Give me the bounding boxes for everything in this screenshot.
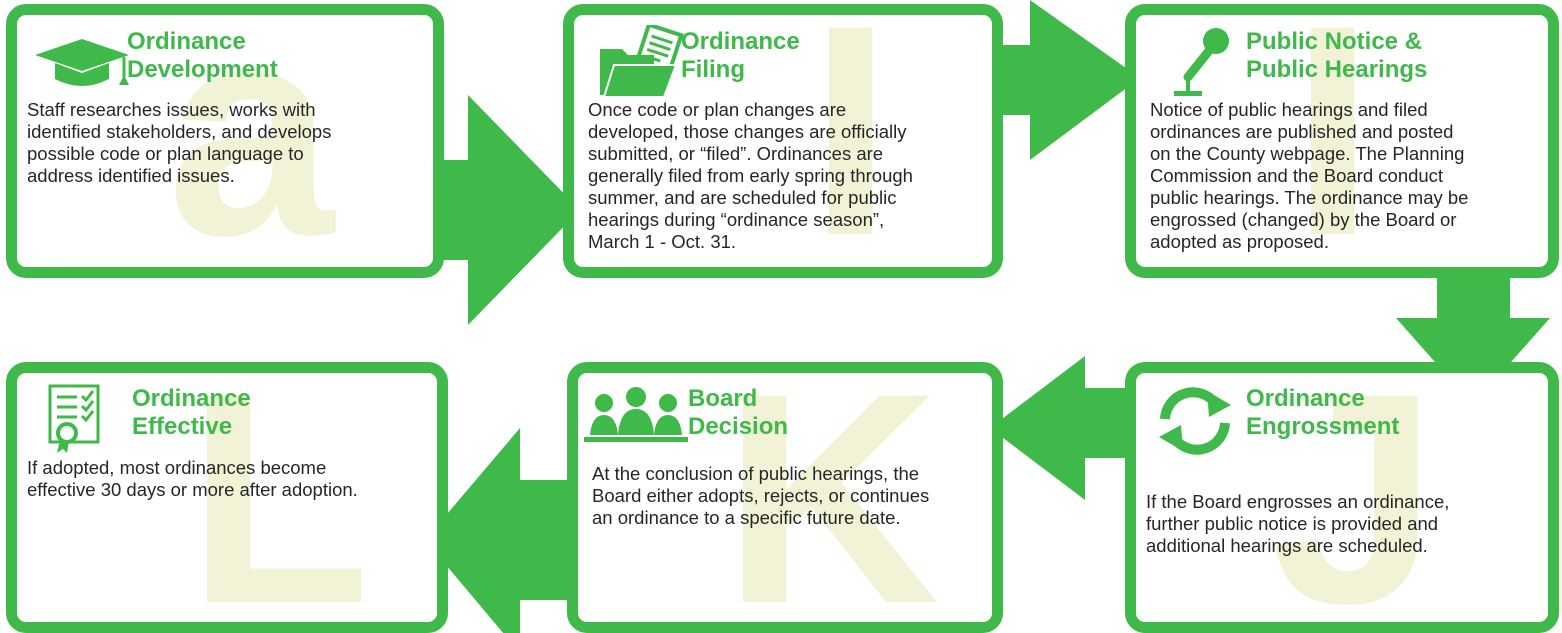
step-description: Once code or plan changes are developed,…	[588, 99, 913, 252]
step-title: Ordinance Filing	[681, 28, 800, 83]
arrow-engrossment-to-decision	[990, 356, 1140, 500]
step-description: Notice of public hearings and filed ordi…	[1150, 99, 1469, 252]
certificate-checklist-icon	[48, 384, 100, 453]
step-card-ordinance-filing: I Ordinance Filing Once code or plan cha…	[563, 4, 1003, 278]
step-watermark-letter: L	[187, 362, 371, 633]
step-description: If adopted, most ordinances become effec…	[27, 457, 358, 500]
step-watermark-letter: I	[809, 4, 893, 278]
step-title: Ordinance Effective	[132, 385, 251, 440]
folder-document-icon	[600, 25, 684, 98]
step-watermark-letter: J	[1271, 362, 1438, 633]
step-title: Ordinance Engrossment	[1246, 385, 1400, 440]
arrow-hearings-to-engrossment	[1396, 262, 1550, 405]
step-card-ordinance-effective: L Ordinance Effective If adopted, most o…	[6, 362, 448, 633]
step-card-ordinance-engrossment: J Ordinance Engrossment If the Board eng…	[1125, 362, 1559, 633]
board-members-icon	[584, 387, 688, 442]
microphone-icon	[1174, 28, 1229, 96]
step-card-public-hearings: I Public Notice & Public Hearings Notice…	[1125, 4, 1559, 278]
step-description: Staff researches issues, works with iden…	[27, 99, 332, 186]
step-title: Public Notice & Public Hearings	[1246, 28, 1428, 83]
arrow-decision-to-effective	[425, 428, 590, 633]
step-description: If the Board engrosses an ordinance, fur…	[1146, 491, 1450, 556]
step-title: Ordinance Development	[127, 28, 278, 83]
step-card-board-decision: K Board Decision At the conclusion of pu…	[567, 362, 1003, 633]
step-watermark-letter: I	[1291, 4, 1375, 278]
arrow-development-to-filing	[420, 95, 580, 325]
graduation-cap-icon	[35, 39, 129, 86]
arrow-filing-to-hearings	[985, 0, 1140, 160]
step-title: Board Decision	[688, 385, 789, 440]
step-watermark-letter: K	[723, 362, 940, 633]
cycle-arrows-icon	[1159, 387, 1231, 455]
step-watermark-letter: a	[167, 4, 334, 278]
step-description: At the conclusion of public hearings, th…	[592, 463, 930, 528]
step-card-ordinance-development: a Ordinance Development Staff researches…	[6, 4, 444, 278]
